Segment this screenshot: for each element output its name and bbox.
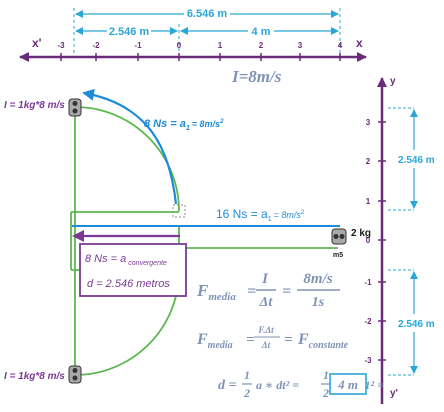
y-tick-label: -3: [364, 356, 372, 365]
y-axis-bottom-label: y': [390, 388, 398, 399]
mass-top: [68, 98, 82, 117]
y-axis-top-label: y: [390, 76, 396, 87]
y-axis: y y' 3 2 1 0 -1 -2 -3 2.546 m 2.546 m: [364, 76, 435, 404]
x-tick-label: 1: [218, 41, 223, 50]
svg-text:2: 2: [243, 386, 250, 400]
y-tick-label: 1: [366, 197, 371, 206]
mass-bottom-label: I = 1kg*8 m/s: [4, 371, 65, 382]
x-tick-label: -1: [134, 41, 142, 50]
blue-arrows: [72, 88, 340, 242]
svg-text:Fmedia: Fmedia: [196, 331, 233, 351]
x-tick-label: 0: [177, 41, 182, 50]
top-dimensions: 6.546 m 2.546 m 4 m: [73, 6, 341, 58]
y-lower-dimension-label: 2.546 m: [398, 319, 435, 330]
y-tick-label: 2: [366, 157, 371, 166]
svg-text:1: 1: [244, 368, 250, 382]
svg-text:Fmedia: Fmedia: [196, 281, 236, 303]
y-tick-label: 3: [366, 118, 371, 127]
box-line2: d = 2.546 metros: [87, 278, 170, 290]
svg-text:2: 2: [322, 386, 329, 400]
x-axis-left-label: x': [32, 36, 42, 50]
y-upper-dimension-label: 2.546 m: [398, 155, 435, 166]
x-tick-label: 3: [298, 41, 303, 50]
left-dimension-label: 2.546 m: [109, 26, 150, 38]
svg-text:=: =: [246, 332, 255, 348]
impulse-label: I=8m/s: [231, 67, 282, 86]
y-tick-label: -2: [364, 317, 372, 326]
svg-text:1s: 1s: [312, 295, 325, 310]
svg-text:I: I: [261, 271, 269, 287]
svg-text:Fconstante: Fconstante: [297, 331, 349, 351]
svg-text:1: 1: [323, 368, 329, 382]
x-tick-label: 4: [338, 41, 343, 50]
y-tick-label: 0: [366, 236, 371, 245]
right-mass-ms-label: m5: [333, 252, 343, 259]
svg-text:Δt: Δt: [259, 295, 274, 310]
svg-text:=: =: [282, 283, 291, 300]
distance-result-box: 4 m: [329, 373, 367, 395]
svg-text:d =: d =: [218, 378, 237, 393]
arc-arrow: [82, 88, 178, 205]
x-tick-label: -3: [57, 41, 65, 50]
distance-result: 4 m: [337, 377, 358, 392]
svg-text:a ∗ dt² =: a ∗ dt² =: [256, 378, 299, 392]
x-tick-label: 2: [259, 41, 264, 50]
svg-text:=: =: [247, 283, 256, 300]
svg-text:Δt: Δt: [261, 340, 271, 350]
straight-arrow-label: 16 Ns = a1= 8m/s2: [216, 207, 305, 223]
svg-text:=: =: [284, 332, 293, 348]
total-dimension-label: 6.546 m: [187, 8, 228, 20]
formula-fconstante: Fmedia = F.Δt Δt = Fconstante: [196, 325, 349, 351]
right-dimension-label: 4 m: [252, 26, 271, 38]
mass-right: [331, 228, 347, 245]
x-axis-right-label: x: [356, 36, 363, 50]
mass-bottom: [68, 365, 82, 384]
formula-fmedia: Fmedia = I Δt = 8m/s 1s: [196, 271, 340, 310]
svg-text:F.Δt: F.Δt: [257, 325, 274, 335]
svg-text:8m/s: 8m/s: [303, 271, 332, 287]
right-mass-kg-label: 2 kg: [351, 228, 371, 239]
mass-top-label: I = 1kg*8 m/s: [4, 100, 65, 111]
x-tick-label: -2: [92, 41, 100, 50]
arc-arrow-label: 8 Ns = a1= 8m/s2: [144, 118, 224, 132]
y-tick-label: -1: [364, 278, 372, 287]
x-axis: x' x -3 -2 -1 0 1 2 3 4: [19, 36, 367, 62]
